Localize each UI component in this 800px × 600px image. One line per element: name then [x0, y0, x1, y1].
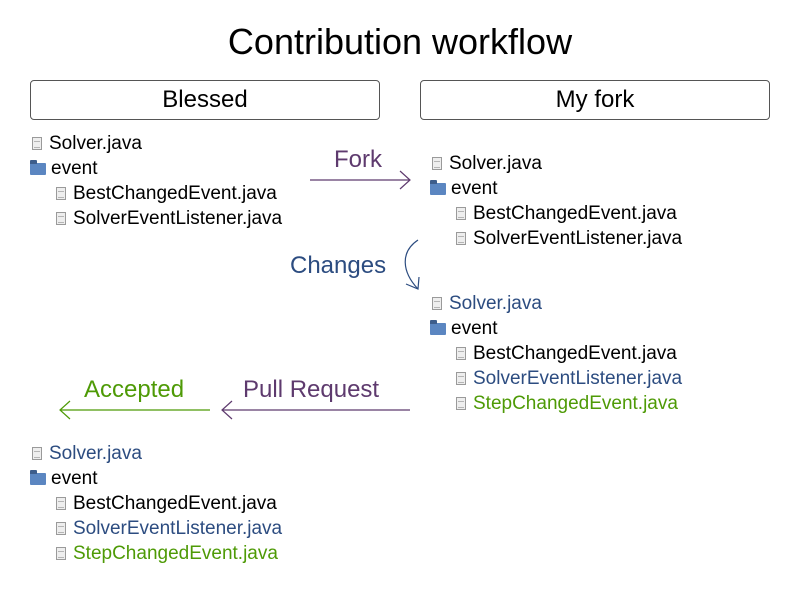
- accepted-label: Accepted: [84, 376, 185, 403]
- tree-folder: event: [430, 176, 497, 201]
- file-icon: [56, 187, 66, 200]
- tree-item-modified: Solver.java: [32, 441, 142, 466]
- tree-item: BestChangedEvent.java: [456, 201, 677, 226]
- tree-item: SolverEventListener.java: [56, 206, 282, 231]
- tree-folder: event: [30, 466, 97, 491]
- file-icon: [56, 497, 66, 510]
- blessed-box: Blessed: [30, 80, 380, 120]
- tree-item-added: StepChangedEvent.java: [56, 541, 278, 566]
- tree-folder: event: [30, 156, 97, 181]
- diagram-title: Contribution workflow: [227, 21, 573, 62]
- tree-item: BestChangedEvent.java: [456, 341, 677, 366]
- file-icon: [32, 447, 42, 460]
- file-icon: [456, 347, 466, 360]
- file-icon: [32, 137, 42, 150]
- fork-label: Fork: [334, 146, 382, 173]
- file-icon: [432, 157, 442, 170]
- tree-item-added: StepChangedEvent.java: [456, 391, 678, 416]
- my-fork-box: My fork: [420, 80, 770, 120]
- file-icon: [456, 397, 466, 410]
- folder-icon: [430, 179, 446, 195]
- pull-request-label: Pull Request: [243, 376, 380, 403]
- tree-item: Solver.java: [432, 151, 542, 176]
- file-icon: [56, 547, 66, 560]
- changes-label: Changes: [290, 252, 387, 279]
- tree-item-modified: SolverEventListener.java: [56, 516, 282, 541]
- file-icon: [456, 232, 466, 245]
- tree-item-modified: Solver.java: [432, 291, 542, 316]
- folder-icon: [30, 159, 46, 175]
- file-icon: [56, 212, 66, 225]
- folder-icon: [30, 469, 46, 485]
- file-icon: [456, 207, 466, 220]
- tree-folder: event: [430, 316, 497, 341]
- file-icon: [456, 372, 466, 385]
- tree-item-modified: SolverEventListener.java: [456, 366, 682, 391]
- fork-arrow: [310, 170, 411, 190]
- file-icon: [56, 522, 66, 535]
- tree-item: BestChangedEvent.java: [56, 181, 277, 206]
- tree-item: Solver.java: [32, 131, 142, 156]
- accepted-arrow: [59, 400, 210, 420]
- file-icon: [432, 297, 442, 310]
- tree-item: SolverEventListener.java: [456, 226, 682, 251]
- tree-item: BestChangedEvent.java: [56, 491, 277, 516]
- changes-arrow: [404, 239, 420, 290]
- folder-icon: [430, 319, 446, 335]
- pull-request-arrow: [221, 400, 410, 420]
